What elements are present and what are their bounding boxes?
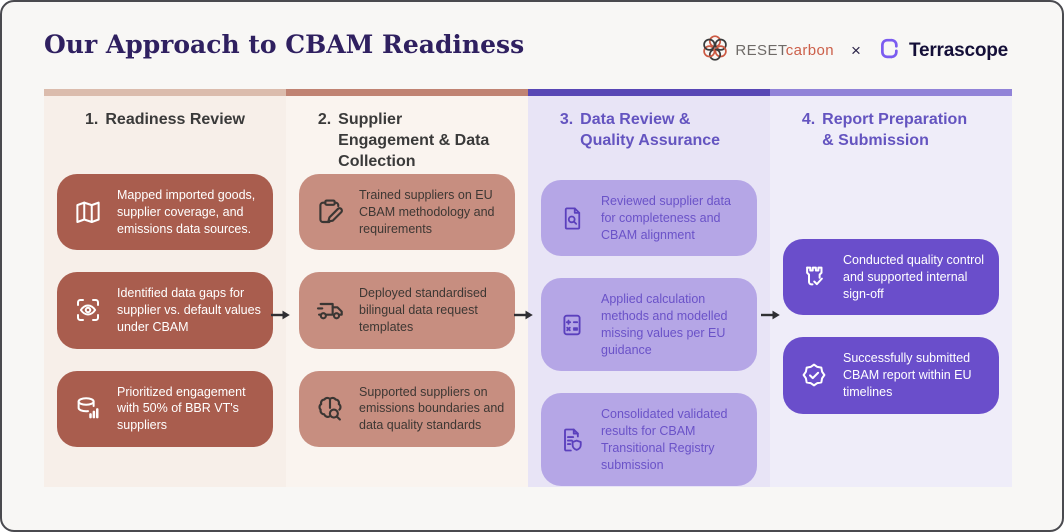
calculator-icon [556, 311, 588, 339]
eye-scan-icon [72, 295, 104, 325]
card-text: Applied calculation methods and modelled… [601, 292, 728, 357]
column-report-preparation: 4. Report Preparation & Submission Condu… [770, 89, 1012, 487]
column-title: Data Review & Quality Assurance [580, 111, 721, 149]
card: Mapped imported goods, supplier coverage… [57, 174, 273, 251]
document-search-icon [556, 205, 588, 232]
reset-flower-icon [699, 32, 731, 69]
flow-arrow-icon [759, 308, 781, 327]
card-list: Conducted quality control and supported … [770, 239, 1012, 414]
card-list: Mapped imported goods, supplier coverage… [44, 174, 286, 447]
card: Prioritized engagement with 50% of BBR V… [57, 370, 273, 447]
column-header: 2. Supplier Engagement & Data Collection [286, 96, 528, 170]
logo-separator: × [851, 40, 861, 60]
column-readiness-review: 1. Readiness Review Mapped imported good… [44, 89, 286, 487]
card: Identified data gaps for supplier vs. de… [57, 272, 273, 349]
card-list: Reviewed supplier data for completeness … [528, 180, 770, 487]
card: Successfully submitted CBAM report withi… [783, 337, 999, 414]
column-number: 3. [559, 111, 574, 128]
card-text: Consolidated validated results for CBAM … [601, 407, 728, 472]
column-accent-bar [286, 89, 528, 96]
seal-check-icon [798, 360, 830, 390]
truck-icon [314, 294, 346, 326]
column-title: Report Preparation & Submission [822, 111, 968, 149]
column-supplier-engagement: 2. Supplier Engagement & Data Collection… [286, 89, 528, 487]
card: Trained suppliers on EU CBAM methodology… [299, 174, 515, 251]
database-chart-icon [72, 394, 104, 424]
column-title: Supplier Engagement & Data Collection [338, 111, 490, 170]
flow-arrow-icon [512, 308, 534, 327]
card-text: Successfully submitted CBAM report withi… [843, 351, 972, 399]
resetcarbon-logo: RESETcarbon [699, 32, 834, 69]
column-accent-bar [44, 89, 286, 96]
terrascope-logo: Terrascope [878, 36, 1008, 66]
column-header: 1. Readiness Review [44, 96, 286, 168]
card-text: Mapped imported goods, supplier coverage… [117, 188, 256, 236]
card: Supported suppliers on emissions boundar… [299, 370, 515, 447]
terrascope-bracket-icon [878, 36, 903, 66]
card: Deployed standardised bilingual data req… [299, 272, 515, 349]
column-number: 2. [317, 111, 332, 128]
card-text: Deployed standardised bilingual data req… [359, 286, 487, 334]
card-text: Supported suppliers on emissions boundar… [359, 384, 505, 433]
column-header: 3. Data Review & Quality Assurance [528, 96, 770, 168]
column-number: 1. [85, 111, 99, 128]
process-columns: 1. Readiness Review Mapped imported good… [44, 89, 1012, 487]
terrascope-wordmark: Terrascope [908, 39, 1008, 61]
card-list: Trained suppliers on EU CBAM methodology… [286, 174, 528, 447]
card-text: Prioritized engagement with 50% of BBR V… [117, 384, 246, 433]
card: Conducted quality control and supported … [783, 239, 999, 316]
column-data-review: 3. Data Review & Quality Assurance Revie… [528, 89, 770, 487]
logo-row: RESETcarbon × Terrascope [699, 32, 1008, 69]
card: Applied calculation methods and modelled… [541, 278, 757, 372]
card: Consolidated validated results for CBAM … [541, 393, 757, 487]
card-text: Trained suppliers on EU CBAM methodology… [359, 188, 495, 236]
castle-check-icon [798, 262, 830, 292]
card: Reviewed supplier data for completeness … [541, 180, 757, 257]
column-title: Readiness Review [105, 111, 245, 128]
resetcarbon-wordmark: RESETcarbon [735, 42, 835, 59]
card-text: Conducted quality control and supported … [843, 253, 985, 301]
column-accent-bar [770, 89, 1012, 96]
document-shield-icon [556, 426, 588, 454]
map-icon [72, 197, 104, 227]
brain-search-icon [314, 393, 346, 425]
flow-arrow-icon [269, 308, 291, 327]
card-text: Identified data gaps for supplier vs. de… [117, 286, 261, 334]
column-accent-bar [528, 89, 770, 96]
column-number: 4. [801, 111, 816, 128]
page-title: Our Approach to CBAM Readiness [44, 30, 525, 59]
clipboard-pencil-icon [314, 196, 346, 228]
column-header: 4. Report Preparation & Submission [770, 96, 1012, 168]
card-text: Reviewed supplier data for completeness … [601, 194, 731, 242]
